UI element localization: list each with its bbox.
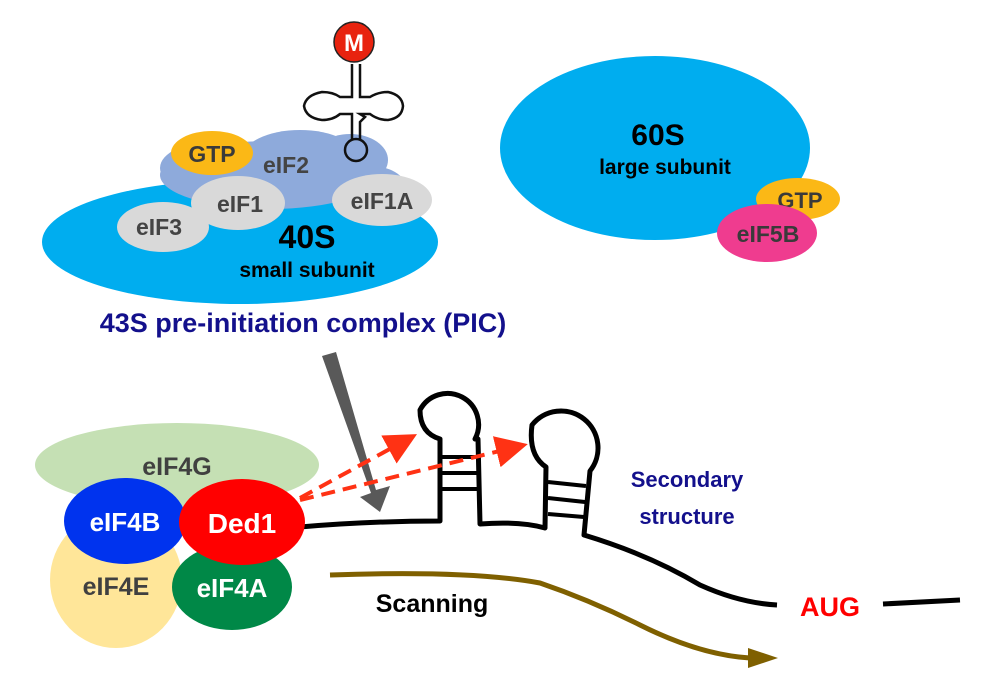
- methionine-icon: [333, 21, 375, 63]
- eif5b-shape: [717, 204, 817, 262]
- scanning-label: Scanning: [376, 590, 489, 618]
- pic-title: 43S pre-initiation complex (PIC): [100, 308, 507, 338]
- ded1-shape: [179, 479, 305, 565]
- large-subunit-60s: 60S large subunit GTP eIF5B: [500, 56, 840, 262]
- eif1-label: eIF1: [217, 191, 263, 217]
- eif5b-label: eIF5B: [737, 221, 800, 247]
- large-subunit-name: 60S: [631, 119, 684, 152]
- eif4b-label: eIF4B: [90, 507, 161, 537]
- eif3-label: eIF3: [136, 214, 182, 240]
- large-subunit-shape: [500, 56, 810, 240]
- stem-loop-2-basepairs: [547, 480, 587, 519]
- large-subunit-subtitle: large subunit: [599, 156, 731, 179]
- small-subunit-name: 40S: [279, 219, 336, 255]
- gtp-pic-label: GTP: [188, 141, 235, 167]
- methionine-label: M: [344, 30, 364, 57]
- eif4b-shape: [64, 478, 186, 564]
- eif4g-label: eIF4G: [142, 453, 211, 481]
- eif1a-label: eIF1A: [351, 188, 414, 214]
- eif1a-shape: [332, 174, 432, 226]
- eif4a-label: eIF4A: [197, 573, 268, 603]
- eif2-label: eIF2: [263, 152, 309, 178]
- start-codon-aug: AUG: [800, 592, 860, 622]
- mrna-strand: [299, 390, 961, 608]
- initiator-trna-icon: [302, 64, 405, 163]
- eif4a-shape: [172, 544, 292, 630]
- secondary-structure-label-line1: Secondary: [631, 467, 744, 492]
- secondary-structure-label-line2: structure: [639, 504, 734, 529]
- eif4f-complex: eIF4G eIF4E eIF4A eIF4B Ded1: [35, 423, 319, 648]
- unwinding-arrow-2: [299, 436, 528, 502]
- pic-recruitment-arrow: [322, 352, 390, 512]
- ded1-unwinding-arrows: [299, 434, 528, 502]
- ded1-label: Ded1: [208, 508, 276, 539]
- eif3-shape: [117, 202, 209, 252]
- pre-initiation-complex-43s: eIF2 GTP eIF3 eIF1 eIF1A 40S small subun…: [42, 21, 507, 338]
- scanning-arrow: [329, 571, 778, 668]
- eif1-shape: [191, 176, 285, 230]
- gtp-pic-shape: [171, 131, 253, 175]
- small-subunit-subtitle: small subunit: [239, 259, 374, 282]
- eif4e-label: eIF4E: [83, 573, 150, 601]
